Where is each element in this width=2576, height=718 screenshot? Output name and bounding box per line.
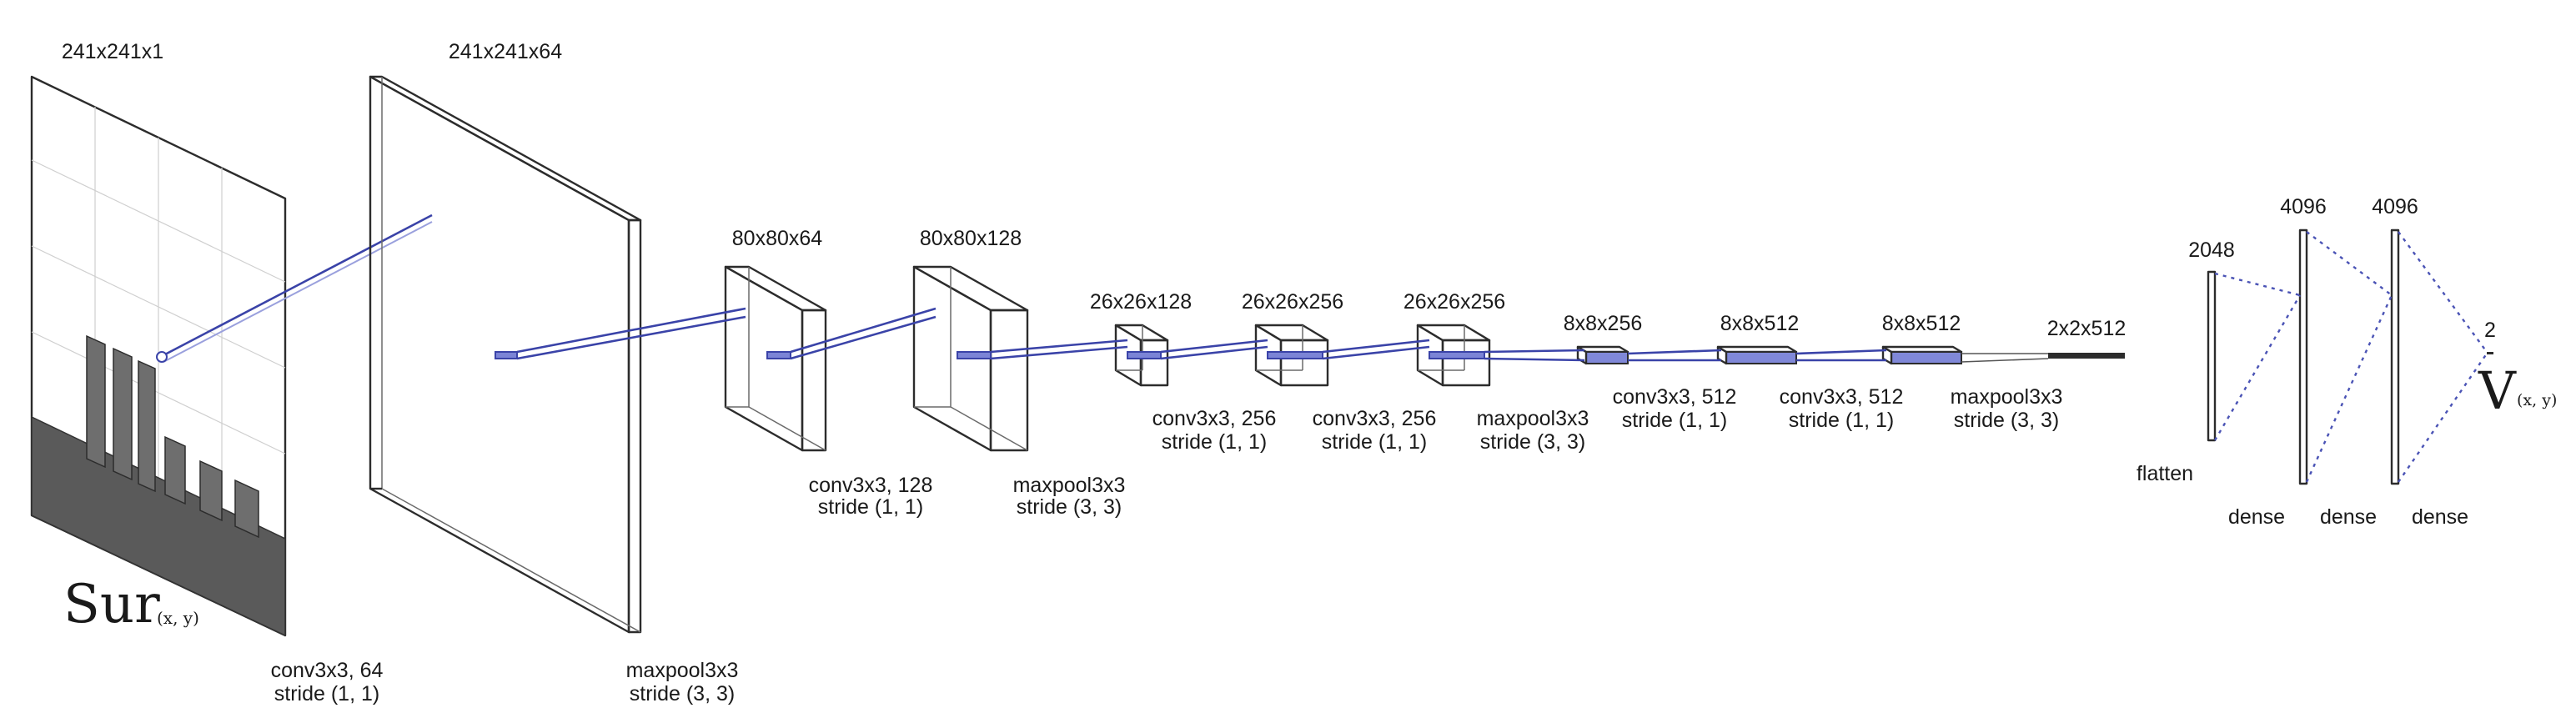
layer-6-dims: 26x26x256	[1403, 290, 1505, 314]
input-dims-label: 241x241x1	[62, 40, 163, 63]
dense-1-size: 4096	[2280, 195, 2327, 218]
stride-label-4: stride (3, 3)	[1017, 495, 1122, 519]
layer-2-dims: 80x80x64	[732, 227, 823, 250]
height-bars	[86, 334, 259, 539]
input-symbol-subscript: (x, y)	[157, 608, 199, 628]
layer-9-dims: 8x8x512	[1882, 312, 1961, 335]
flatten-size: 2048	[2188, 238, 2235, 262]
layer-4-block: 26x26x128	[1090, 290, 1192, 387]
op-label-2: maxpool3x3	[626, 659, 739, 682]
dense-2-label: dense	[2320, 505, 2377, 529]
op-label-6: conv3x3, 256	[1313, 407, 1437, 430]
layer-8-block: 8x8x512	[1716, 312, 1800, 365]
layer-7-dims: 8x8x256	[1564, 312, 1643, 335]
layer-1-block: 241x241x64	[369, 40, 642, 634]
layer-7-block: 8x8x256	[1564, 312, 1643, 365]
layer-5-block: 26x26x256	[1242, 290, 1343, 387]
layer-3-dims: 80x80x128	[920, 227, 1022, 250]
output-symbol: V	[2478, 360, 2517, 421]
layer-8-dims: 8x8x512	[1720, 312, 1800, 335]
dense-1-label: dense	[2228, 505, 2285, 529]
op-label-10: maxpool3x3	[1951, 385, 2063, 409]
op-label-9: conv3x3, 512	[1780, 385, 1904, 409]
flatten-label: flatten	[2137, 462, 2193, 485]
stride-label-8: stride (1, 1)	[1622, 409, 1727, 432]
layer-6-block: 26x26x256	[1403, 290, 1505, 387]
op-label-5: conv3x3, 256	[1152, 407, 1277, 430]
connector-lines	[495, 307, 2049, 363]
op-label-1: conv3x3, 64	[271, 659, 384, 682]
layer-10-block: 2x2x512	[2047, 317, 2127, 359]
layer-5-dims: 26x26x256	[1242, 290, 1343, 314]
stride-label-7: stride (3, 3)	[1480, 430, 1585, 454]
input-symbol: Sur	[63, 574, 160, 635]
dense-3-size: 2	[2484, 319, 2496, 342]
output-symbol-subscript: (x, y)	[2517, 391, 2557, 409]
stride-label-10: stride (3, 3)	[1954, 409, 2059, 432]
op-label-8: conv3x3, 512	[1613, 385, 1737, 409]
dense-stack: 2048 flatten 4096 dense 4096 dense 2 den…	[2137, 195, 2496, 529]
layer-2-block: 80x80x64	[724, 227, 827, 452]
stride-label-9: stride (1, 1)	[1789, 409, 1894, 432]
op-label-7: maxpool3x3	[1477, 407, 1589, 430]
layer-3-block: 80x80x128	[912, 227, 1029, 452]
layer-10-dims: 2x2x512	[2047, 317, 2127, 340]
input-surface-panel: 241x241x1 Sur (x, y)	[30, 40, 433, 637]
layer-4-dims: 26x26x128	[1090, 290, 1192, 314]
operation-labels: conv3x3, 64 stride (1, 1) maxpool3x3 str…	[271, 385, 2063, 705]
stride-label-3: stride (1, 1)	[818, 495, 923, 519]
dense-2-size: 4096	[2372, 195, 2418, 218]
output-symbol-group: V (x, y)	[2478, 360, 2557, 421]
op-label-3: conv3x3, 128	[809, 474, 933, 497]
stride-label-1: stride (1, 1)	[274, 682, 379, 705]
dense-3-label: dense	[2412, 505, 2468, 529]
stride-label-5: stride (1, 1)	[1162, 430, 1267, 454]
op-label-4: maxpool3x3	[1013, 474, 1126, 497]
stride-label-6: stride (1, 1)	[1322, 430, 1427, 454]
stride-label-2: stride (3, 3)	[630, 682, 735, 705]
layer-9-block: 8x8x512	[1882, 312, 1963, 365]
layer-1-dims: 241x241x64	[449, 40, 562, 63]
